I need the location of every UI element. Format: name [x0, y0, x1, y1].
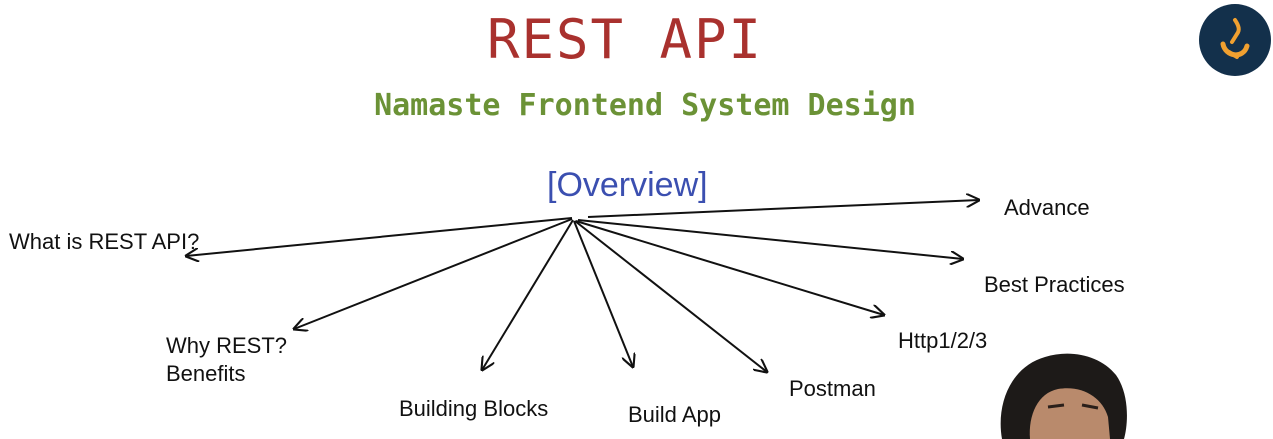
- node-why-rest: Why REST? Benefits: [166, 332, 287, 388]
- overview-label: [Overview]: [547, 166, 708, 204]
- arrow-to-building-blocks: [482, 219, 574, 370]
- node-why-rest-line2: Benefits: [166, 361, 246, 386]
- presenter-video: [990, 345, 1160, 439]
- namaste-dev-logo-icon: [1199, 4, 1271, 76]
- node-what-is-rest-api: What is REST API?: [9, 229, 200, 254]
- node-advance: Advance: [1004, 195, 1090, 220]
- arrow-to-postman: [574, 220, 767, 372]
- arrow-to-what-is: [186, 217, 573, 256]
- arrow-to-why-rest: [294, 218, 573, 329]
- arrow-to-best-practices: [577, 219, 963, 259]
- node-best-practices: Best Practices: [984, 272, 1125, 297]
- node-build-app: Build App: [628, 402, 721, 427]
- diagram-title: REST API: [486, 8, 764, 71]
- node-why-rest-line1: Why REST?: [166, 333, 288, 358]
- arrow-to-advance: [587, 200, 979, 218]
- arrow-to-http: [575, 220, 884, 315]
- diagram-subtitle: Namaste Frontend System Design: [374, 88, 916, 123]
- node-postman: Postman: [789, 376, 876, 401]
- node-building-blocks: Building Blocks: [399, 396, 549, 421]
- node-http: Http1/2/3: [898, 328, 988, 353]
- arrow-to-build-app: [573, 220, 633, 367]
